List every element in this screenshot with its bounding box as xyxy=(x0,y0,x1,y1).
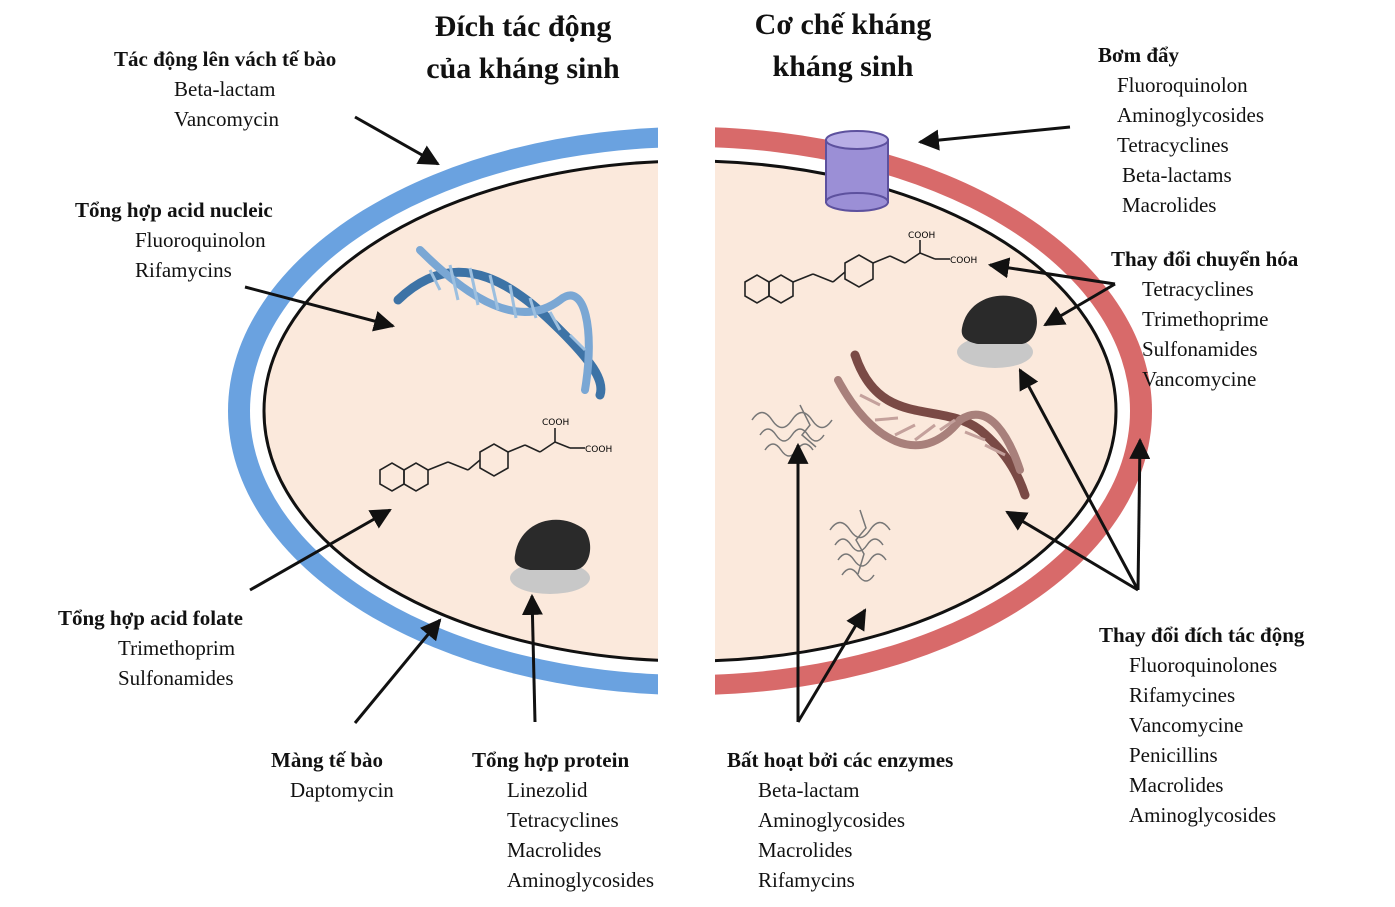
arrow-cell-wall xyxy=(354,115,440,166)
heading-protein: Tổng hợp protein xyxy=(472,748,630,772)
item: Aminoglycosides xyxy=(1117,103,1264,127)
label-folate: Tổng hợp acid folate Trimethoprim Sulfon… xyxy=(58,603,243,693)
item: Trimethoprim xyxy=(118,636,236,660)
heading-target: Thay đổi đích tác động xyxy=(1099,623,1305,647)
arrow-metabolism-molecule xyxy=(987,257,1116,286)
heading-metabolism: Thay đổi chuyển hóa xyxy=(1111,247,1299,271)
item: Fluoroquinolon xyxy=(135,228,266,252)
item: Aminoglycosides xyxy=(507,868,654,892)
item: Tetracyclines xyxy=(1142,277,1254,301)
item: Rifamycines xyxy=(1129,683,1236,707)
arrow-target-ribosome xyxy=(1018,368,1140,591)
label-target: Thay đổi đích tác động Fluoroquinolones … xyxy=(1099,620,1304,830)
item: Macrolides xyxy=(1129,773,1224,797)
heading-membrane: Màng tế bào xyxy=(271,748,383,772)
item: Vancomycin xyxy=(174,107,279,131)
arrow-folate xyxy=(249,508,392,592)
item: Beta-lactams xyxy=(1122,163,1232,187)
right-title-line1: Cơ chế kháng xyxy=(754,8,932,41)
item: Tetracyclines xyxy=(1117,133,1229,157)
item: Sulfonamides xyxy=(1142,337,1258,361)
item: Sulfonamides xyxy=(118,666,234,690)
cooh-label-left-1: COOH xyxy=(542,418,569,428)
item: Macrolides xyxy=(758,838,853,862)
item: Trimethoprime xyxy=(1142,307,1269,331)
item: Rifamycins xyxy=(758,868,855,892)
left-title-line1: Đích tác động xyxy=(434,10,612,43)
enzyme-structure-2-icon xyxy=(829,509,891,582)
item: Penicillins xyxy=(1129,743,1218,767)
arrow-protein xyxy=(521,593,543,723)
dna-helix-right-icon xyxy=(834,350,1030,500)
label-efflux: Bơm đẩy Fluoroquinolon Aminoglycosides T… xyxy=(1098,40,1264,220)
arrow-target-wall xyxy=(1129,437,1151,591)
heading-nucleic-acid: Tổng hợp acid nucleic xyxy=(75,198,273,222)
arrow-nucleic-acid xyxy=(244,285,396,332)
label-cell-wall: Tác động lên vách tế bào Beta-lactam Van… xyxy=(114,44,336,134)
label-metabolism: Thay đổi chuyển hóa Tetracyclines Trimet… xyxy=(1111,244,1298,394)
efflux-pump-icon xyxy=(825,130,889,212)
ribosome-right-icon xyxy=(957,295,1037,368)
heading-folate: Tổng hợp acid folate xyxy=(58,606,243,630)
item: Vancomycine xyxy=(1129,713,1244,737)
ribosome-left-icon xyxy=(510,519,591,594)
heading-enzymes: Bất hoạt bởi các enzymes xyxy=(727,748,954,772)
heading-efflux: Bơm đẩy xyxy=(1098,43,1180,67)
cooh-label-left-2: COOH xyxy=(585,445,612,455)
arrow-enzyme-2 xyxy=(796,608,867,723)
item: Rifamycins xyxy=(135,258,232,282)
arrows xyxy=(244,115,1151,724)
left-title: Đích tác động của kháng sinh xyxy=(390,6,656,90)
left-title-line2: của kháng sinh xyxy=(426,52,620,85)
item: Beta-lactam xyxy=(174,77,276,101)
item: Beta-lactam xyxy=(758,778,860,802)
arrow-target-dna xyxy=(1005,510,1139,592)
item: Tetracyclines xyxy=(507,808,619,832)
item: Aminoglycosides xyxy=(758,808,905,832)
item: Fluoroquinolones xyxy=(1129,653,1278,677)
item: Macrolides xyxy=(507,838,602,862)
heading-cell-wall: Tác động lên vách tế bào xyxy=(114,47,337,71)
item: Aminoglycosides xyxy=(1129,803,1276,827)
label-protein: Tổng hợp protein Linezolid Tetracyclines… xyxy=(472,745,654,895)
item: Macrolides xyxy=(1122,193,1217,217)
right-title: Cơ chế kháng kháng sinh xyxy=(718,4,968,88)
folate-molecule-right-icon xyxy=(744,240,950,304)
folate-molecule-left-icon xyxy=(379,428,585,492)
item: Linezolid xyxy=(507,778,588,802)
item: Vancomycine xyxy=(1142,367,1257,391)
item: Fluoroquinolon xyxy=(1117,73,1248,97)
arrow-membrane xyxy=(353,618,442,724)
arrow-metabolism-ribosome xyxy=(1043,282,1116,327)
arrow-efflux xyxy=(917,125,1071,151)
dna-helix-left-icon xyxy=(393,246,606,400)
right-title-line2: kháng sinh xyxy=(772,50,914,83)
label-nucleic-acid: Tổng hợp acid nucleic Fluoroquinolon Rif… xyxy=(75,195,273,285)
label-enzymes: Bất hoạt bởi các enzymes Beta-lactam Ami… xyxy=(727,745,953,895)
label-membrane: Màng tế bào Daptomycin xyxy=(271,745,394,805)
cooh-label-right-1: COOH xyxy=(908,231,935,241)
item: Daptomycin xyxy=(290,778,394,802)
cooh-label-right-2: COOH xyxy=(950,256,977,266)
